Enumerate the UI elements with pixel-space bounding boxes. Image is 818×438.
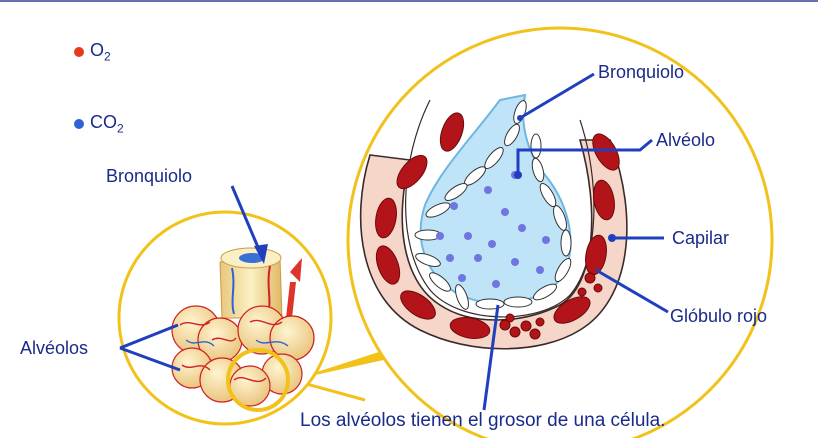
pointer-alveolo-dot xyxy=(514,171,522,179)
label-alveolos-left: Alvéolos xyxy=(20,338,88,359)
label-bronquiolo-left: Bronquiolo xyxy=(106,166,192,187)
label-bronquiolo-right: Bronquiolo xyxy=(598,62,684,83)
pointer-bronquiolo-dot xyxy=(517,115,523,121)
label-capilar: Capilar xyxy=(672,228,729,249)
caption: Los alvéolos tienen el grosor de una cél… xyxy=(300,410,665,432)
label-alveolo: Alvéolo xyxy=(656,130,715,151)
label-globulo-rojo: Glóbulo rojo xyxy=(670,306,767,327)
pointer-capilar-dot xyxy=(608,234,616,242)
